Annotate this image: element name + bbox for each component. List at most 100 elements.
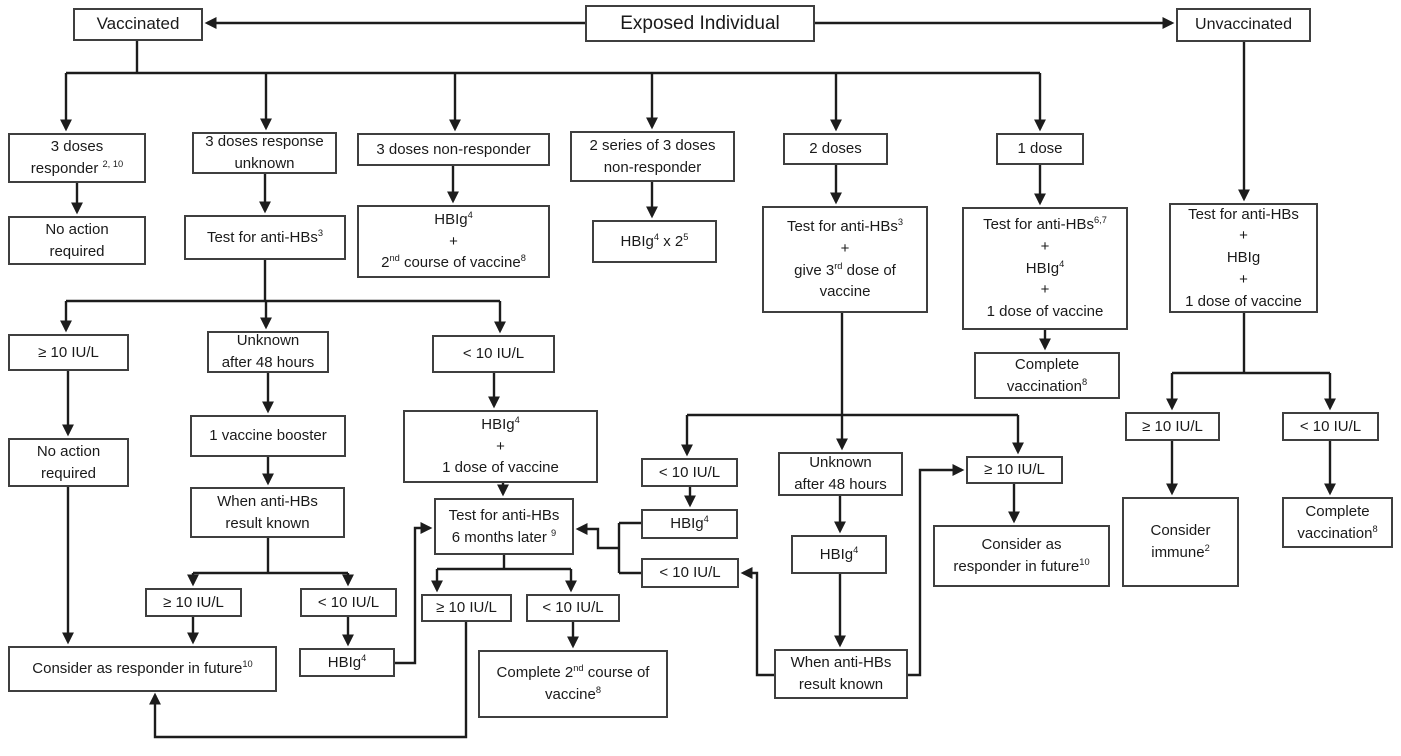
node-unvaccinated-text: Unvaccinated	[1195, 16, 1292, 34]
node-consider-immune-text: Consider	[1150, 522, 1211, 540]
edge-when-known-right-to-lt10	[740, 567, 774, 677]
node-3-doses-responder-text: responder 2, 10	[30, 159, 124, 177]
node-ge-10-mid: ≥ 10 IU/L	[966, 456, 1063, 484]
node-hbig-2nd-course-text: HBIg4	[434, 209, 473, 228]
node-when-anti-hbs-known-left-text: When anti-HBs	[217, 492, 318, 510]
node-consider-responder-right-text: Consider as	[981, 536, 1062, 554]
node-test-anti-hbs-give-3rd-text: +	[840, 239, 850, 257]
node-3-doses-response-unknown-text: unknown	[234, 155, 295, 172]
node-hbig-mid-1: HBIg4	[641, 509, 738, 539]
node-hbig-x2-text: HBIg4 x 25	[620, 231, 689, 250]
node-lt-10-unvacc-text: < 10 IU/L	[1299, 417, 1362, 435]
node-hbig-x2: HBIg4 x 25	[592, 220, 717, 263]
node-lt-10-bottom-left-text: < 10 IU/L	[317, 593, 380, 611]
node-3-doses-responder-text: 3 doses	[50, 138, 104, 156]
node-test-anti-hbs-3: Test for anti-HBs3	[184, 215, 346, 260]
node-unknown-48-mid-text: Unknown	[809, 454, 872, 472]
node-ge-10-bottom-left-text: ≥ 10 IU/L	[163, 593, 224, 611]
node-1-dose-text: 1 dose	[1017, 140, 1063, 158]
node-unknown-48-mid: Unknown after 48 hours	[778, 452, 903, 496]
node-lt-10-left-text: < 10 IU/L	[462, 345, 525, 363]
node-test-anti-hbs-67-hbig-text: +	[1040, 237, 1050, 255]
node-hbig-1-dose: HBIg4+1 dose of vaccine	[403, 410, 598, 483]
node-unknown-48-left: Unknown after 48 hours	[207, 331, 329, 373]
node-2-doses-text: 2 doses	[809, 140, 862, 158]
node-consider-immune: Consider immune2	[1122, 497, 1239, 587]
node-test-anti-hbs-67-hbig-text: HBIg4	[1025, 258, 1065, 277]
node-complete-vaccination-1dose-text: Complete	[1014, 355, 1080, 373]
node-test-anti-hbs-3-text: Test for anti-HBs3	[206, 227, 324, 246]
node-no-action-required-1-text: No action	[45, 220, 109, 238]
node-lt-10-mid-1-text: < 10 IU/L	[658, 463, 721, 481]
node-exposed-individual-text: Exposed Individual	[620, 12, 780, 34]
node-3-doses-non-responder: 3 doses non-responder	[357, 133, 550, 166]
node-complete-2nd-course: Complete 2nd course of vaccine8	[478, 650, 668, 718]
node-ge-10-left-text: ≥ 10 IU/L	[38, 343, 99, 361]
node-3-doses-responder: 3 doses responder 2, 10	[8, 133, 146, 183]
node-lt-10-mid-2-text: < 10 IU/L	[659, 564, 721, 582]
node-lt-10-bottom-left: < 10 IU/L	[300, 588, 397, 617]
node-test-anti-hbs-6-months: Test for anti-HBs 6 months later 9	[434, 498, 574, 555]
node-ge-10-bottom-mid-text: ≥ 10 IU/L	[436, 599, 497, 617]
node-complete-2nd-course-text: vaccine8	[544, 685, 602, 703]
node-complete-vaccination-1dose-text: vaccination8	[1006, 376, 1088, 395]
node-lt-10-left: < 10 IU/L	[432, 335, 555, 373]
node-hbig-2nd-course-text: 2nd course of vaccine8	[381, 253, 526, 272]
node-lt-10-mid-1: < 10 IU/L	[641, 458, 738, 487]
node-1-vaccine-booster-text: 1 vaccine booster	[209, 427, 327, 445]
node-hbig-mid-2-text: HBIg4	[819, 544, 859, 563]
node-3-doses-response-unknown-text: 3 doses response	[205, 133, 324, 151]
node-unknown-48-mid-text: after 48 hours	[794, 476, 887, 493]
node-test-anti-hbs-give-3rd-text: Test for anti-HBs3	[786, 217, 904, 235]
node-complete-vaccination-1dose: Complete vaccination8	[974, 352, 1120, 399]
node-lt-10-bottom-mid: < 10 IU/L	[526, 594, 620, 622]
node-test-anti-hbs-give-3rd: Test for anti-HBs3 + give 3rd dose of vacci…	[762, 206, 928, 313]
node-no-action-required-2-text: required	[40, 464, 97, 482]
node-unknown-48-left-text: Unknown	[236, 332, 300, 350]
node-2-doses: 2 doses	[783, 133, 888, 165]
node-complete-vaccination-unvacc-text: Complete	[1305, 502, 1370, 520]
node-hbig-mid-1-text: HBIg4	[670, 514, 709, 533]
node-hbig-mid-2: HBIg4	[791, 535, 887, 574]
node-vaccinated-text: Vaccinated	[96, 14, 180, 34]
node-no-action-required-1-text: required	[49, 242, 105, 260]
node-test-anti-hbs-6-months-text: Test for anti-HBs	[448, 506, 560, 524]
node-test-anti-hbs-give-3rd-text: vaccine	[819, 283, 871, 301]
node-1-dose: 1 dose	[996, 133, 1084, 165]
node-consider-immune-text: immune2	[1151, 543, 1210, 561]
edge-ge10-bm-loop-to-consider	[149, 622, 468, 739]
node-test-anti-hbs-unvaccinated-text: Test for anti-HBs	[1188, 205, 1299, 223]
node-ge-10-bottom-left: ≥ 10 IU/L	[145, 588, 242, 617]
node-hbig-1-dose-text: 1 dose of vaccine	[442, 459, 559, 477]
node-test-anti-hbs-give-3rd-text: give 3rd dose of	[794, 260, 896, 279]
node-1-vaccine-booster: 1 vaccine booster	[190, 415, 346, 457]
node-test-anti-hbs-unvaccinated-text: HBIg	[1226, 249, 1261, 267]
node-exposed-individual: Exposed Individual	[585, 5, 815, 42]
node-complete-vaccination-unvacc-text: vaccination8	[1297, 523, 1378, 542]
node-test-anti-hbs-67-hbig-text: +	[1040, 281, 1050, 299]
node-test-anti-hbs-67-hbig-text: 1 dose of vaccine	[986, 303, 1104, 321]
edge-mid-bus-to-test-6mo	[575, 523, 619, 550]
node-complete-2nd-course-text: Complete 2nd course of	[496, 663, 650, 682]
node-hbig-1-dose-text: HBIg4	[481, 414, 520, 433]
node-when-anti-hbs-known-left: When anti-HBs result known	[190, 487, 345, 538]
node-test-anti-hbs-unvaccinated-text: +	[1239, 227, 1248, 245]
node-lt-10-mid-2: < 10 IU/L	[641, 558, 739, 588]
node-test-anti-hbs-unvaccinated-text: 1 dose of vaccine	[1185, 292, 1302, 310]
node-test-anti-hbs-67-hbig: Test for anti-HBs6,7+HBIg4+1 dose of vac…	[962, 207, 1128, 330]
node-ge-10-mid-text: ≥ 10 IU/L	[984, 461, 1045, 479]
edge-when-known-right-to-ge10	[908, 464, 965, 677]
node-ge-10-bottom-mid: ≥ 10 IU/L	[421, 594, 512, 622]
node-no-action-required-1: No action required	[8, 216, 146, 265]
node-test-anti-hbs-6-months-text: 6 months later 9	[451, 527, 557, 546]
node-when-anti-hbs-known-left-text: result known	[225, 514, 310, 532]
node-unknown-48-left-text: after 48 hours	[221, 354, 315, 371]
node-consider-responder-left: Consider as responder in future10	[8, 646, 277, 692]
node-test-anti-hbs-unvaccinated-text: +	[1239, 270, 1248, 288]
node-lt-10-bottom-mid-text: < 10 IU/L	[542, 599, 604, 617]
